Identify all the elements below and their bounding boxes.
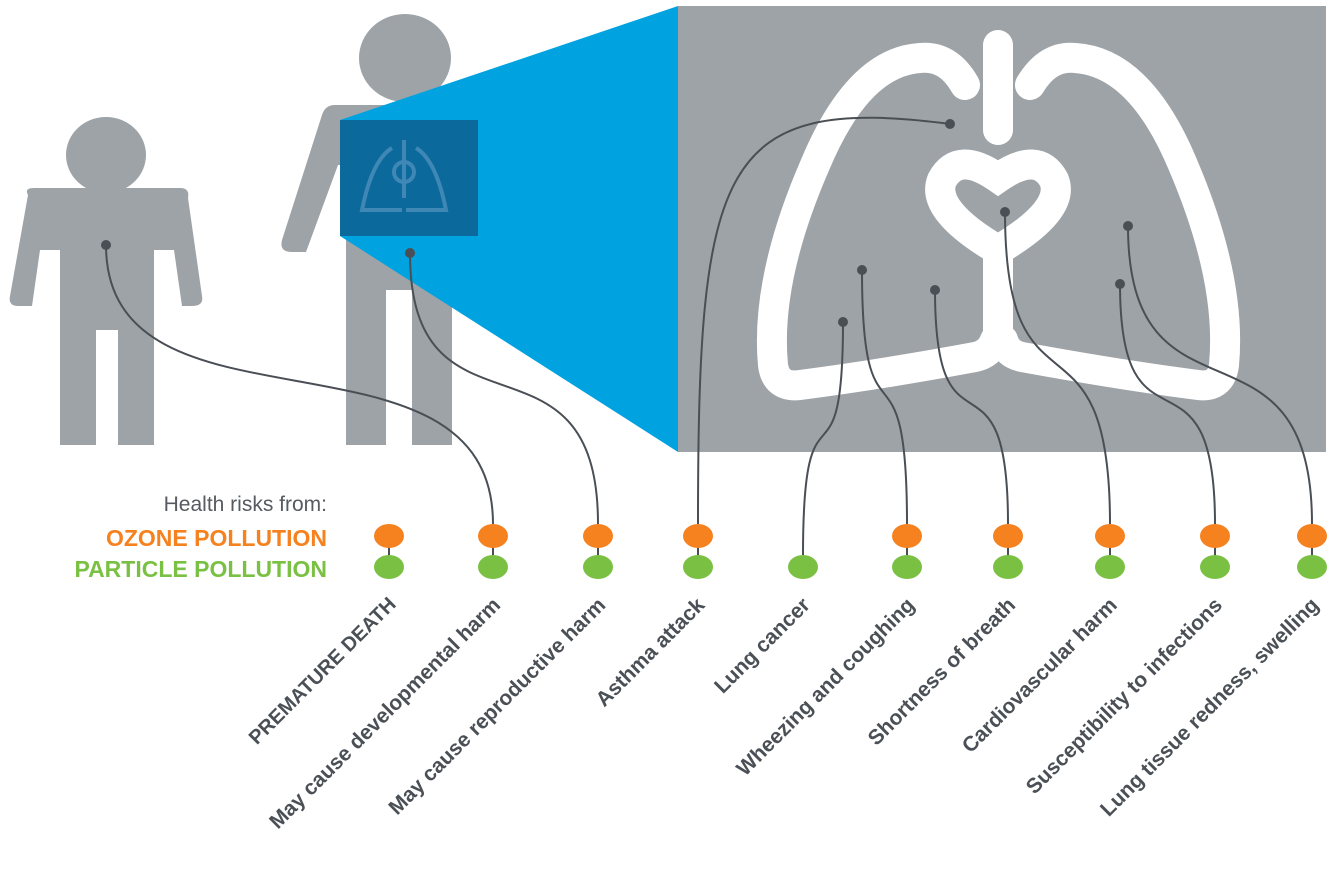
- child-figure-icon: [9, 117, 203, 445]
- ozone-marker: [374, 524, 404, 548]
- mini-lungs-icon: [359, 140, 449, 212]
- anchor-dot: [930, 285, 940, 295]
- particle-marker: [1297, 555, 1327, 579]
- anchor-dot: [838, 317, 848, 327]
- lung-highlight-box: [340, 120, 478, 236]
- legend-heading: Health risks from:: [163, 493, 327, 516]
- ozone-marker: [1095, 524, 1125, 548]
- adult-figure-icon: [281, 14, 520, 445]
- legend-ozone-label: OZONE POLLUTION: [105, 525, 327, 551]
- particle-marker: [478, 555, 508, 579]
- legend-particle-label: PARTICLE POLLUTION: [74, 556, 327, 582]
- particle-marker: [583, 555, 613, 579]
- anchor-dot: [101, 240, 111, 250]
- anchor-dot: [857, 265, 867, 275]
- particle-marker: [1200, 555, 1230, 579]
- particle-marker: [993, 555, 1023, 579]
- lungs-icon: [756, 30, 1241, 401]
- zoom-projection: [340, 6, 678, 452]
- ozone-marker: [892, 524, 922, 548]
- risk-connector: [409, 252, 599, 525]
- risk-connector: [697, 116, 951, 525]
- ozone-marker: [478, 524, 508, 548]
- particle-marker: [1095, 555, 1125, 579]
- particle-marker: [788, 555, 818, 579]
- risk-connector: [934, 289, 1009, 525]
- risk-connector: [1004, 211, 1111, 525]
- ozone-marker: [1200, 524, 1230, 548]
- anchor-dot: [945, 119, 955, 129]
- lungs-panel: [678, 6, 1326, 452]
- particle-marker: [892, 555, 922, 579]
- risk-connector: [802, 321, 844, 556]
- heart-icon: [925, 149, 1071, 345]
- risk-connector: [105, 244, 494, 525]
- anchor-dot: [1000, 207, 1010, 217]
- particle-marker: [374, 555, 404, 579]
- anchor-dot: [405, 248, 415, 258]
- anchor-dot: [1123, 221, 1133, 231]
- ozone-marker: [1297, 524, 1327, 548]
- ozone-marker: [583, 524, 613, 548]
- ozone-marker: [683, 524, 713, 548]
- risk-connector: [1127, 225, 1313, 525]
- risk-markers: [374, 524, 1327, 579]
- risk-connector: [1119, 283, 1216, 525]
- anchor-dot: [1115, 279, 1125, 289]
- connectors: [101, 116, 1313, 556]
- risk-connector: [861, 269, 908, 525]
- particle-marker: [683, 555, 713, 579]
- ozone-marker: [993, 524, 1023, 548]
